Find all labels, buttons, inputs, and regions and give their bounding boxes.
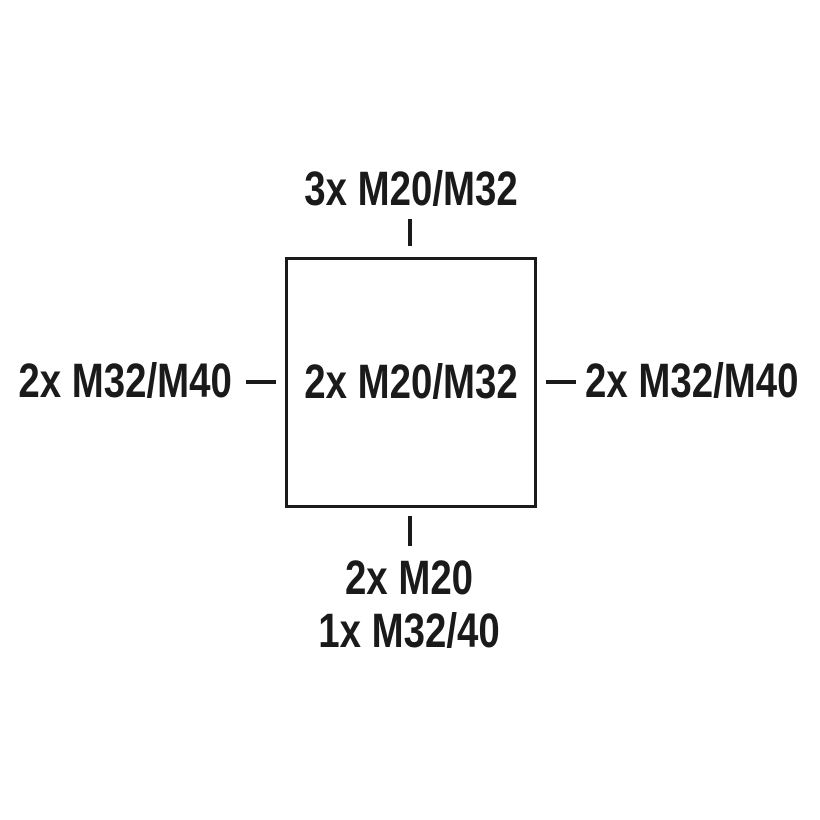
enclosure-box	[285, 257, 537, 508]
left-entry-label: 2x M32/M40	[18, 355, 232, 408]
box-entry-label: 2x M20/M32	[304, 356, 518, 409]
bottom-entry-label-2: 1x M32/40	[318, 605, 500, 658]
bottom-entry-label-1: 2x M20	[344, 552, 474, 605]
bottom-connector-line	[408, 516, 412, 546]
right-connector-line	[546, 380, 576, 384]
top-entry-label: 3x M20/M32	[304, 163, 518, 216]
bottom-entry-labels: 2x M20 1x M32/40	[318, 552, 499, 658]
right-entry-label: 2x M32/M40	[585, 355, 799, 408]
top-connector-line	[408, 219, 412, 246]
left-connector-line	[246, 380, 276, 384]
